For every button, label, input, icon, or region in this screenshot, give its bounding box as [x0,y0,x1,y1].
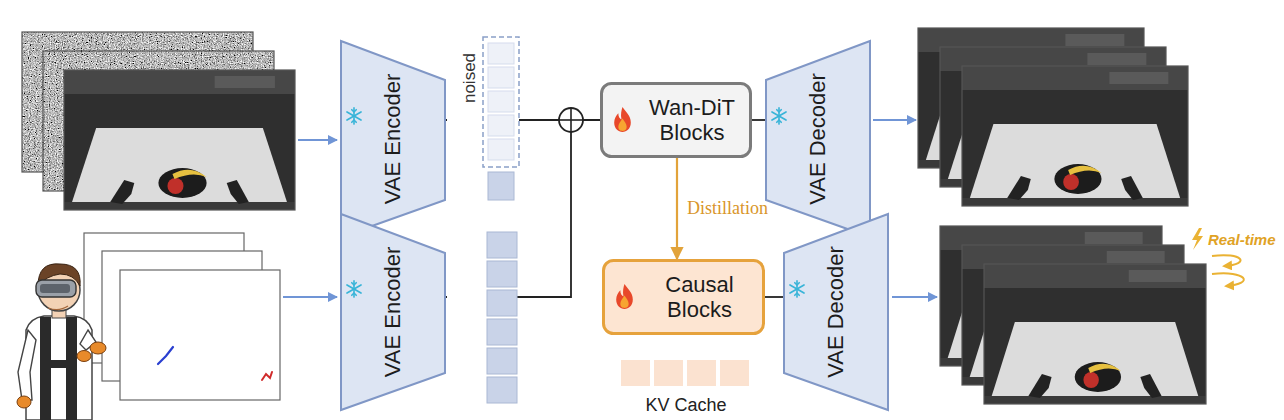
kv-cache-slots-part [687,360,716,386]
latent-tokens-part [447,291,487,303]
frozen-icon [790,281,804,297]
node-label: VAE Decoder [823,246,848,378]
latent-tokens-part [488,67,514,88]
node-label: VAE Encoder [380,74,405,204]
latent-tokens-part [487,290,517,316]
node-label: Causal Blocks [644,272,755,323]
kv-cache-slots-part [654,360,683,386]
latent-tokens-part [487,261,517,287]
latent-note: noised [460,53,480,103]
connector [676,158,678,259]
causal-block: Causal Blocks [602,259,765,335]
sketch-input-frames [84,233,280,400]
trainable-icon [616,284,633,309]
flow-arrow [283,296,337,298]
vr-operator-figure-part [90,342,106,354]
vr-operator-figure-part [66,317,77,420]
encoder-trapezoid: VAE Encoder [340,40,446,238]
encoder-trapezoid-shape [341,214,445,410]
latent-tokens-part [487,348,517,374]
latent-tokens-part [487,377,517,403]
decoder-trapezoid-shape [766,41,870,237]
frozen-icon [347,281,361,297]
vr-operator-figure-part [40,284,70,293]
connector [765,296,783,298]
teacher-output-frames [918,28,1188,206]
cache-label: KV Cache [645,395,726,416]
vr-operator-figure-part [40,317,51,420]
add-operator-part [570,108,572,132]
decoder-trapezoid: VAE Decoder [765,40,871,238]
dit-block: Wan-DiT Blocks [600,82,752,158]
sketch-input-frames-part [120,270,280,400]
node-label: Wan-DiT Blocks [642,95,742,146]
latent-tokens-part [488,139,514,160]
add-operator [559,108,583,132]
node-label: VAE Decoder [805,73,830,205]
vr-operator-figure-part [17,396,31,408]
encoder-trapezoid-shape [341,41,445,237]
latent-tokens-part [488,172,514,200]
vr-operator-figure-part [40,360,77,368]
sketch-input-frames-part [158,347,173,364]
student-output-frames-part [984,264,1206,404]
vr-operator-figure-part [77,351,91,362]
latent-tokens-part [487,232,517,258]
realtime-loop-part [1192,228,1203,250]
trainable-icon [614,107,631,132]
vr-operator-figure [17,264,106,420]
latent-tokens-part [483,37,519,167]
vr-operator-figure-part [48,306,68,310]
decoder-trapezoid: VAE Decoder [783,213,889,411]
connector [446,120,600,297]
student-output-frames-part [984,264,1206,404]
noise-input-frames-part [64,70,295,210]
frozen-icon [772,108,786,124]
latent-tokens-part [488,43,514,64]
node-label: VAE Encoder [380,247,405,377]
kv-cache-slots [621,360,749,386]
realtime-loop-part [1212,273,1244,286]
vr-operator-figure-part [36,280,76,297]
flow-arrow [892,296,937,298]
vr-operator-figure-part [18,330,36,400]
latent-tokens [447,37,519,403]
causal-block-shape [604,261,764,334]
realtime-label: Real-time [1208,231,1276,248]
latent-tokens-part [488,91,514,112]
sketch-input-frames-part [262,372,272,380]
flow-arrow [873,119,916,121]
decoder-trapezoid-shape [784,214,888,410]
add-operator-part [559,108,583,132]
vr-operator-figure-part [26,316,92,420]
connector [752,119,765,121]
dit-block-shape [602,84,751,157]
student-output-frames [940,226,1206,404]
encoder-trapezoid: VAE Encoder [340,213,446,411]
latent-tokens-part [488,115,514,136]
noise-input-frames [22,32,295,210]
kv-cache-slots-part [621,360,650,386]
kv-cache-slots-part [720,360,749,386]
edge-label: Distillation [687,198,768,219]
flow-arrow [298,139,337,141]
teacher-output-frames-part [962,66,1188,206]
realtime-loop-part [1212,255,1241,266]
latent-tokens-part [487,319,517,345]
latent-tokens-part [447,114,483,126]
frozen-icon [347,108,361,124]
teacher-output-frames-part [962,66,1188,206]
noise-input-frames-part [64,70,295,210]
